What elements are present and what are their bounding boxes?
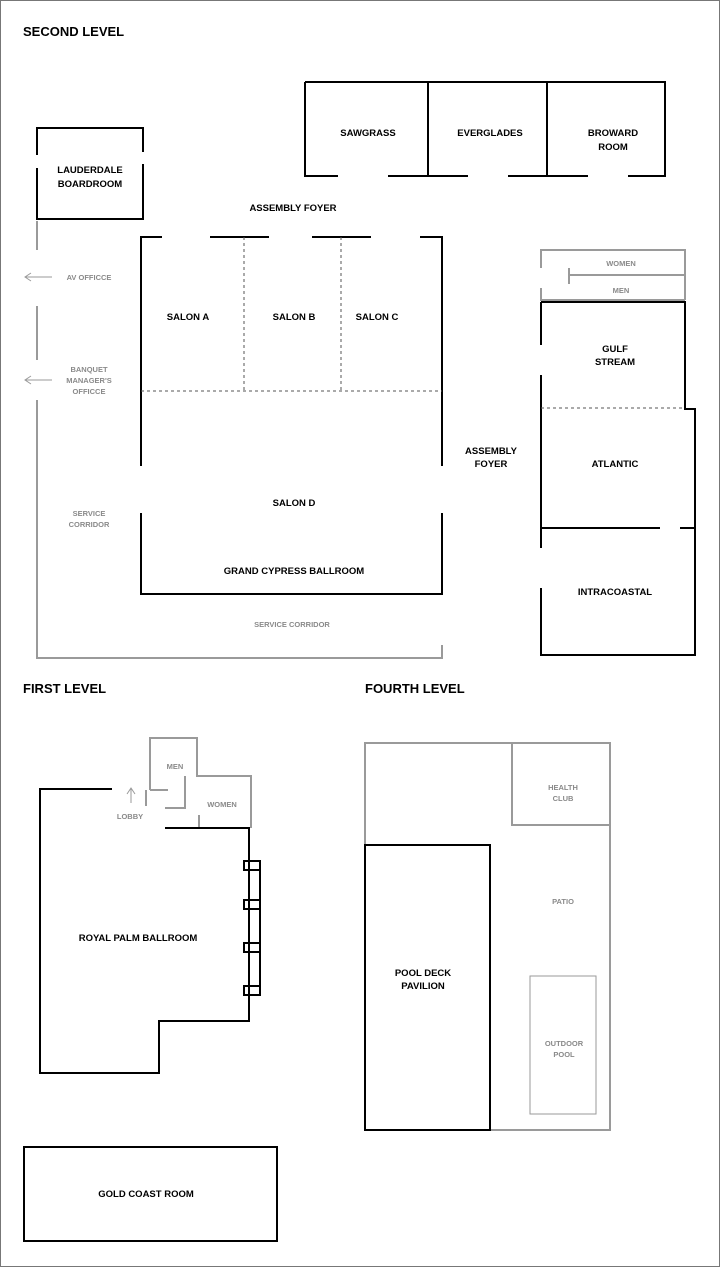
assembly-foyer-right-label-2: FOYER: [475, 459, 508, 470]
banquet-office-label-3: OFFICCE: [73, 387, 106, 396]
grand-cypress-ballroom[interactable]: SALON A SALON B SALON C SALON D GRAND CY…: [140, 236, 443, 595]
lauderdale-label-1: LAUDERDALE: [57, 165, 122, 176]
lauderdale-boardroom[interactable]: LAUDERDALE BOARDROOM: [36, 127, 144, 220]
patio-label: PATIO: [552, 897, 574, 906]
pool-deck-label-1: POOL DECK: [395, 968, 451, 979]
banquet-office-label-2: MANAGER'S: [66, 376, 112, 385]
salon-d-label[interactable]: SALON D: [273, 498, 316, 509]
gulf-stream-label-2: STREAM: [595, 357, 635, 368]
sawgrass-label[interactable]: SAWGRASS: [340, 128, 395, 139]
top-meeting-rooms: SAWGRASS EVERGLADES BROWARD ROOM: [304, 81, 666, 177]
lauderdale-label-2: BOARDROOM: [58, 179, 122, 190]
av-office-arrow-icon: [24, 272, 52, 282]
gold-coast-room[interactable]: GOLD COAST ROOM: [23, 1146, 278, 1242]
men-restroom-label: MEN: [613, 286, 630, 295]
pool-deck-label-2: PAVILION: [401, 981, 445, 992]
service-corridor-left-label-1: SERVICE: [73, 509, 106, 518]
right-meeting-rooms: GULF STREAM ATLANTIC INTRACOASTAL: [540, 301, 696, 656]
second-level-plan: SECOND LEVEL LAUDERDALE BOARDROOM SAWGRA…: [23, 24, 696, 659]
women-restroom-label: WOMEN: [606, 259, 636, 268]
fourth-level-title: FOURTH LEVEL: [365, 681, 465, 696]
salon-b-label[interactable]: SALON B: [273, 312, 316, 323]
first-men-restroom-label: MEN: [167, 762, 184, 771]
lobby-arrow-icon: [126, 787, 136, 803]
broward-label-2: ROOM: [598, 142, 628, 153]
fourth-level-plan: FOURTH LEVEL HEALTH CLUB PATIO OUTDOOR P…: [364, 681, 611, 1131]
av-office-label: AV OFFICCE: [67, 273, 112, 282]
first-women-restroom-label: WOMEN: [207, 800, 237, 809]
service-corridor-left-label-2: CORRIDOR: [69, 520, 110, 529]
second-level-title: SECOND LEVEL: [23, 24, 124, 39]
atlantic-label[interactable]: ATLANTIC: [592, 459, 639, 470]
service-corridor-wall: [36, 221, 443, 659]
gulf-stream-label-1[interactable]: GULF: [602, 344, 628, 355]
royal-palm-label: ROYAL PALM BALLROOM: [79, 933, 198, 944]
gold-coast-label: GOLD COAST ROOM: [98, 1189, 194, 1200]
everglades-label[interactable]: EVERGLADES: [457, 128, 522, 139]
second-level-restrooms: WOMEN MEN: [540, 249, 686, 301]
pool-deck-pavilion[interactable]: POOL DECK PAVILION: [364, 844, 491, 1131]
broward-label-1[interactable]: BROWARD: [588, 128, 638, 139]
grand-cypress-label: GRAND CYPRESS BALLROOM: [224, 566, 364, 577]
assembly-foyer-right-label-1: ASSEMBLY: [465, 446, 518, 457]
lobby-label: LOBBY: [117, 812, 143, 821]
service-corridor-bottom-label: SERVICE CORRIDOR: [254, 620, 330, 629]
health-club-label-2: CLUB: [553, 794, 574, 803]
outdoor-pool-label-1: OUTDOOR: [545, 1039, 584, 1048]
royal-palm-ballroom[interactable]: ROYAL PALM BALLROOM: [39, 788, 261, 1074]
first-level-title: FIRST LEVEL: [23, 681, 106, 696]
banquet-office-label-1: BANQUET: [70, 365, 108, 374]
assembly-foyer-top-label: ASSEMBLY FOYER: [249, 203, 336, 214]
banquet-office-arrow-icon: [24, 375, 52, 385]
health-club-label-1: HEALTH: [548, 783, 578, 792]
outdoor-pool-label-2: POOL: [553, 1050, 575, 1059]
salon-a-label[interactable]: SALON A: [167, 312, 210, 323]
first-level-plan: FIRST LEVEL MEN WOMEN LOBBY ROYAL PALM B…: [23, 681, 278, 1242]
first-level-restrooms: MEN WOMEN LOBBY: [117, 737, 252, 828]
salon-c-label[interactable]: SALON C: [356, 312, 399, 323]
intracoastal-label[interactable]: INTRACOASTAL: [578, 587, 652, 598]
